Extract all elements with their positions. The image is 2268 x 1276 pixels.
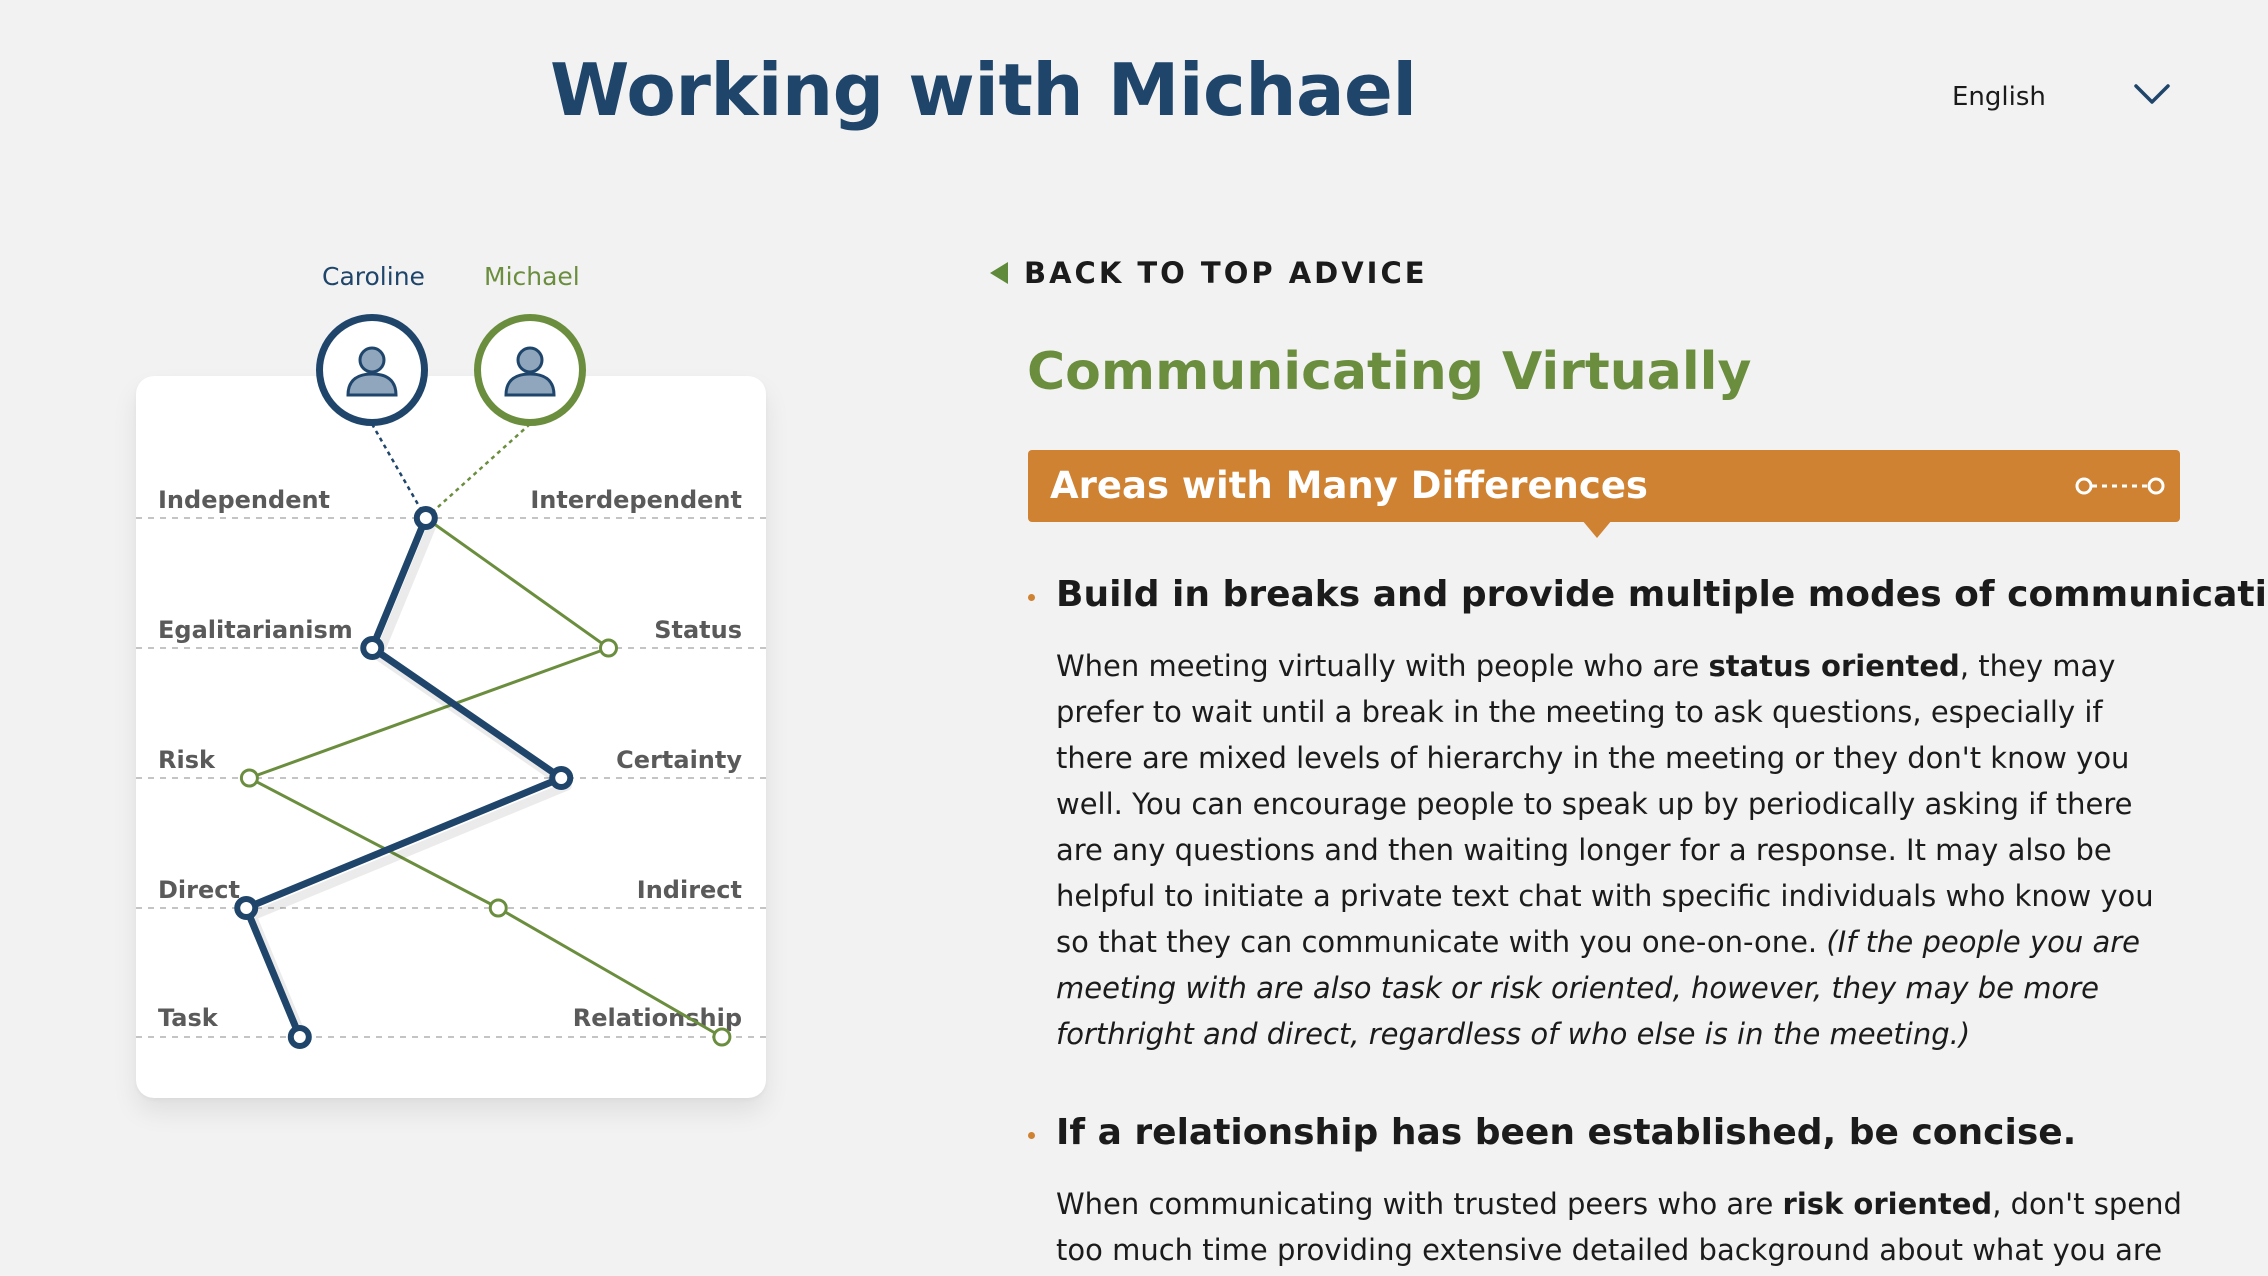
dimension-left-label: Risk <box>158 746 215 774</box>
michael-connector <box>424 423 531 519</box>
differences-banner: Areas with Many Differences <box>1028 450 2180 522</box>
michael-point <box>712 1027 732 1047</box>
caroline-connector <box>370 423 427 519</box>
advice-text: , don't spend too much time providing ex… <box>1056 1187 2182 1267</box>
michael-point <box>239 768 259 788</box>
caroline-point <box>360 636 385 660</box>
profile-comparison-chart <box>136 423 766 1049</box>
caroline-point <box>287 1025 312 1049</box>
chevron-down-icon[interactable] <box>2132 80 2172 110</box>
dimension-right-label: Interdependent <box>530 486 742 514</box>
dimension-left-label: Independent <box>158 486 331 514</box>
advice-heading: Build in breaks and provide multiple mod… <box>1056 574 2268 615</box>
advice-emphasis: risk oriented <box>1782 1187 1993 1221</box>
caroline-line-shadow <box>247 524 572 1047</box>
advice-emphasis: status oriented <box>1708 649 1960 683</box>
avatar-michael[interactable] <box>474 314 586 426</box>
user-icon <box>504 346 556 397</box>
caroline-point <box>549 766 574 790</box>
banner-label: Areas with Many Differences <box>1050 464 1648 507</box>
dimension-right-label: Indirect <box>636 876 742 904</box>
dimension-left-label: Direct <box>158 876 240 904</box>
michael-point <box>488 898 508 918</box>
language-select[interactable]: English <box>1952 78 2172 118</box>
dimension-left-label: Task <box>158 1004 218 1032</box>
back-arrow-icon <box>990 262 1008 284</box>
bullet-dot <box>1028 1132 1035 1139</box>
person-label-left: Caroline <box>322 262 425 291</box>
caroline-point <box>234 896 259 920</box>
banner-pointer <box>1582 520 1612 538</box>
dimension-right-label: Status <box>654 616 742 644</box>
advice-text: , they may prefer to wait until a break … <box>1056 649 2154 959</box>
advice-note: (If the people you are meeting with are … <box>1056 925 2141 1051</box>
dimension-right-label: Relationship <box>572 1004 742 1032</box>
many-differences-icon <box>2075 477 2165 495</box>
language-label: English <box>1952 82 2046 112</box>
avatar-caroline[interactable] <box>316 314 428 426</box>
caroline-point <box>413 506 438 530</box>
section-title: Communicating Virtually <box>1027 342 1752 402</box>
user-icon <box>346 346 398 397</box>
michael-point <box>599 638 618 658</box>
dimension-left-label: Egalitarianism <box>158 616 353 644</box>
advice-body: When communicating with trusted peers wh… <box>1056 1181 2186 1273</box>
back-link-label: BACK TO TOP ADVICE <box>1024 256 1428 290</box>
advice-text: When communicating with trusted peers wh… <box>1056 1187 1783 1221</box>
back-to-top-advice-link[interactable]: BACK TO TOP ADVICE <box>990 256 1428 290</box>
dimension-right-label: Certainty <box>616 746 742 774</box>
advice-heading: If a relationship has been established, … <box>1056 1112 2077 1153</box>
advice-body: When meeting virtually with people who a… <box>1056 643 2186 1057</box>
person-label-right: Michael <box>484 262 580 291</box>
page-title: Working with Michael <box>550 48 1417 132</box>
advice-text: When meeting virtually with people who a… <box>1056 649 1709 683</box>
bullet-dot <box>1028 594 1035 601</box>
